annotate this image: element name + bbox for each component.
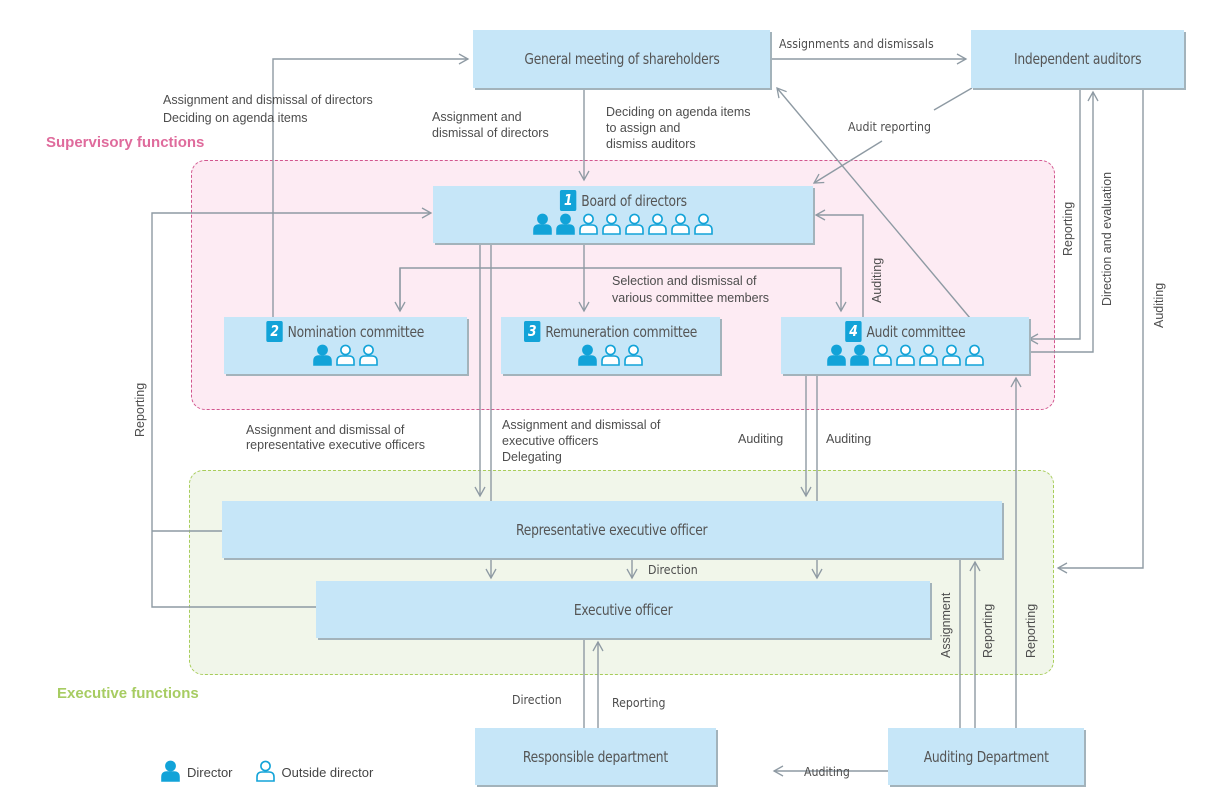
label-reporting-bottom: Reporting bbox=[612, 695, 666, 710]
board-title: Board of directors bbox=[580, 191, 687, 210]
nomination-members bbox=[312, 344, 379, 370]
line-nomination-to-shareholders bbox=[272, 53, 470, 318]
director-icon bbox=[849, 344, 870, 370]
line-reporting-left bbox=[151, 213, 431, 608]
line-auditors-auditing bbox=[1056, 88, 1144, 574]
label-assign-rep-2: representative executive officers bbox=[246, 438, 426, 452]
shareholders-title: General meeting of shareholders bbox=[523, 50, 720, 68]
label-direction-bottom: Direction bbox=[512, 692, 562, 707]
label-direction-evaluation: Direction and evaluation bbox=[1100, 171, 1114, 306]
label-assignment-and: Assignment and bbox=[432, 110, 522, 124]
outside-director-icon bbox=[670, 213, 691, 239]
label-reporting-auditors: Reporting bbox=[1061, 201, 1075, 256]
label-assign-exec-1: Assignment and dismissal of bbox=[502, 418, 661, 432]
label-reporting-vertical-1: Reporting bbox=[981, 603, 995, 658]
outside-director-icon bbox=[335, 344, 356, 370]
director-icon bbox=[532, 213, 553, 239]
outside-director-icon bbox=[964, 344, 985, 370]
outside-director-icon bbox=[693, 213, 714, 239]
legend-director-label: Director bbox=[187, 765, 233, 780]
outside-director-icon bbox=[941, 344, 962, 370]
label-dismissal-directors: dismissal of directors bbox=[432, 126, 549, 140]
director-icon bbox=[826, 344, 847, 370]
executive-officer-box: Executive officer bbox=[316, 581, 930, 638]
line-auditors-reporting bbox=[1027, 88, 1081, 345]
label-selection-2: various committee members bbox=[612, 291, 769, 305]
exec-title: Executive officer bbox=[573, 600, 673, 619]
label-assignment-vertical: Assignment bbox=[939, 592, 953, 658]
label-auditing-b: Auditing bbox=[826, 432, 872, 446]
label-assign-exec-2: executive officers bbox=[502, 434, 599, 448]
label-auditing-board: Auditing bbox=[870, 257, 884, 303]
outside-director-icon bbox=[895, 344, 916, 370]
label-agenda-auditors-2: to assign and bbox=[606, 121, 681, 135]
remuneration-members bbox=[577, 344, 644, 370]
board-number: 1 bbox=[559, 190, 576, 211]
label-assign-rep-1: Assignment and dismissal of bbox=[246, 423, 405, 437]
auditing-dept-title: Auditing Department bbox=[923, 747, 1049, 766]
board-members bbox=[532, 213, 714, 239]
supervisory-functions-label: Supervisory functions bbox=[46, 134, 205, 151]
label-assign-dismiss-directors: Assignment and dismissal of directors bbox=[163, 93, 373, 107]
outside-director-icon bbox=[918, 344, 939, 370]
executive-functions-label: Executive functions bbox=[57, 685, 199, 702]
label-reporting-vertical-2: Reporting bbox=[1024, 603, 1038, 658]
audit-title: Audit committee bbox=[866, 322, 966, 341]
representative-executive-officer-box: Representative executive officer bbox=[222, 501, 1002, 558]
outside-director-icon bbox=[872, 344, 893, 370]
independent-auditors-title: Independent auditors bbox=[1013, 50, 1142, 68]
outside-director-icon bbox=[358, 344, 379, 370]
outside-director-icon bbox=[601, 213, 622, 239]
line-audit-reporting-1 bbox=[933, 87, 973, 111]
outside-director-icon bbox=[624, 213, 645, 239]
independent-auditors-box: Independent auditors bbox=[971, 30, 1184, 88]
label-auditing-a: Auditing bbox=[738, 432, 784, 446]
rep-exec-title: Representative executive officer bbox=[516, 520, 708, 539]
legend-outside-director-label: Outside director bbox=[281, 765, 374, 780]
label-reporting-left: Reporting bbox=[133, 382, 147, 437]
remuneration-title: Remuneration committee bbox=[545, 322, 698, 341]
label-auditing-right: Auditing bbox=[1152, 282, 1166, 328]
label-selection-1: Selection and dismissal of bbox=[612, 274, 757, 288]
label-auditing-bottom: Auditing bbox=[804, 764, 850, 779]
director-icon bbox=[312, 344, 333, 370]
outside-director-icon bbox=[578, 213, 599, 239]
responsible-title: Responsible department bbox=[523, 747, 668, 766]
audit-members bbox=[826, 344, 985, 370]
label-audit-reporting: Audit reporting bbox=[848, 119, 931, 134]
label-delegating: Delegating bbox=[502, 450, 562, 464]
line-direction-evaluation bbox=[1029, 90, 1099, 353]
label-deciding-agenda: Deciding on agenda items bbox=[163, 111, 308, 125]
director-icon bbox=[577, 344, 598, 370]
audit-number: 4 bbox=[844, 321, 862, 342]
nomination-number: 2 bbox=[266, 321, 283, 342]
director-icon bbox=[555, 213, 576, 239]
line-audit-to-shareholders bbox=[776, 86, 971, 319]
outside-director-icon bbox=[600, 344, 621, 370]
nomination-title: Nomination committee bbox=[287, 322, 425, 341]
remuneration-number: 3 bbox=[523, 321, 541, 342]
director-icon bbox=[160, 760, 181, 785]
label-agenda-auditors-3: dismiss auditors bbox=[606, 137, 696, 151]
auditing-department-box: Auditing Department bbox=[888, 728, 1084, 785]
label-assignments-dismissals: Assignments and dismissals bbox=[779, 36, 934, 51]
responsible-department-box: Responsible department bbox=[475, 728, 716, 785]
shareholders-box: General meeting of shareholders bbox=[473, 30, 770, 88]
outside-director-icon bbox=[623, 344, 644, 370]
line-audit-reporting-2 bbox=[812, 140, 883, 184]
label-direction-mid: Direction bbox=[648, 562, 698, 577]
outside-director-icon bbox=[255, 760, 276, 785]
label-agenda-auditors-1: Deciding on agenda items bbox=[606, 105, 751, 119]
legend: Director Outside director bbox=[160, 760, 373, 785]
outside-director-icon bbox=[647, 213, 668, 239]
line-audit-to-board bbox=[814, 209, 864, 318]
